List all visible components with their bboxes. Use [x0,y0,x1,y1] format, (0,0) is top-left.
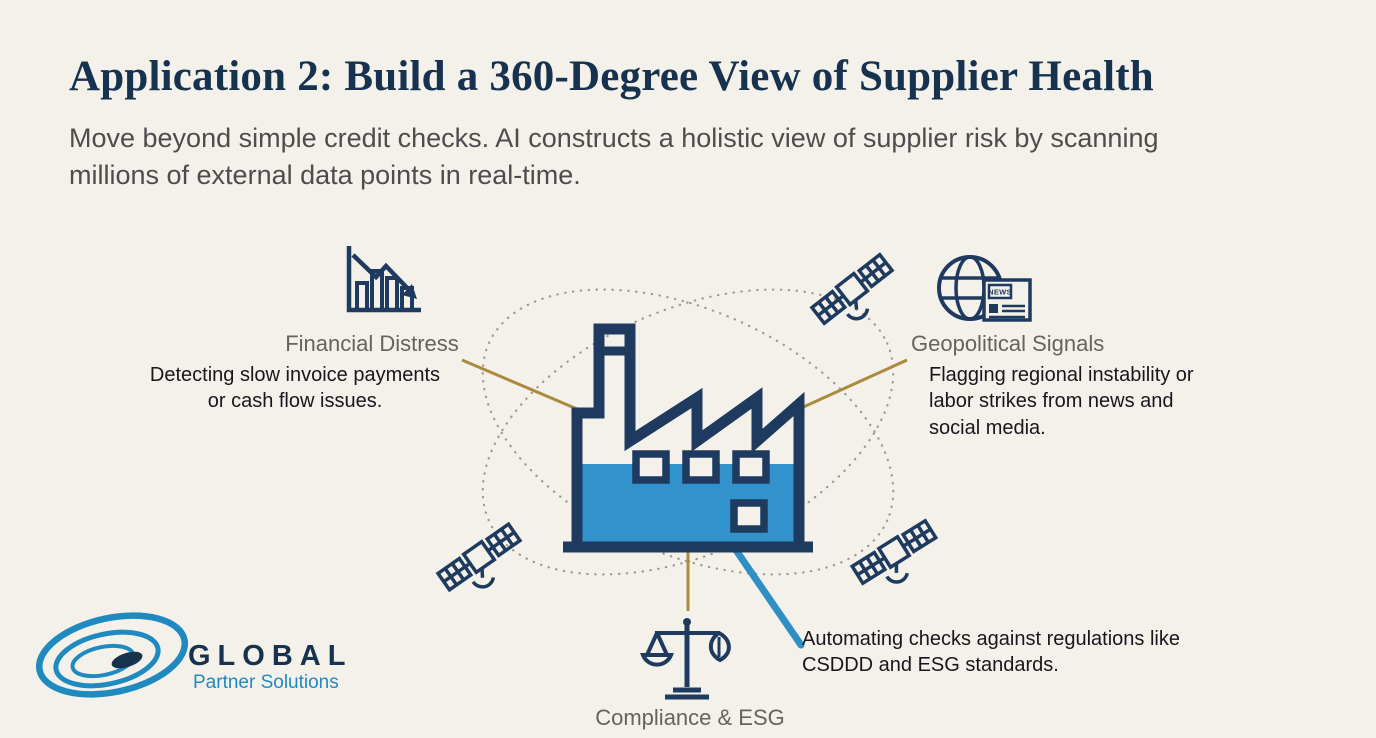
geopolitical-signals-description: Flagging regional instability or labor s… [929,364,1194,439]
scales-leaf-icon [640,618,731,700]
bar-chart-decline-icon [346,246,421,313]
page-title: Application 2: Build a 360-Degree View o… [69,53,1154,100]
logo-wordmark: GLOBAL [188,640,353,672]
satellite-icon [435,521,533,607]
satellite-icon [809,252,906,340]
compliance-esg-label: Compliance & ESG [595,705,785,730]
page-subtitle: Move beyond simple credit checks. AI con… [69,123,1159,190]
satellite-icon [849,518,948,601]
factory-windows [632,450,770,533]
compliance-esg-description: Automating checks against regulations li… [802,628,1180,677]
geopolitical-signals-label: Geopolitical Signals [911,331,1105,356]
financial-distress-label: Financial Distress [285,331,459,356]
callout-line-geopolitical [798,358,908,411]
logo-tagline: Partner Solutions [193,672,339,693]
globe-news-icon: NEWS [937,255,1032,322]
logo-swirl-icon [35,612,189,698]
orbit-ellipses [481,288,895,576]
financial-distress-description: Detecting slow invoice payments or cash … [149,364,441,413]
factory-icon [563,323,813,553]
callout-line-financial [461,358,578,411]
news-badge-label: NEWS [988,288,1012,297]
